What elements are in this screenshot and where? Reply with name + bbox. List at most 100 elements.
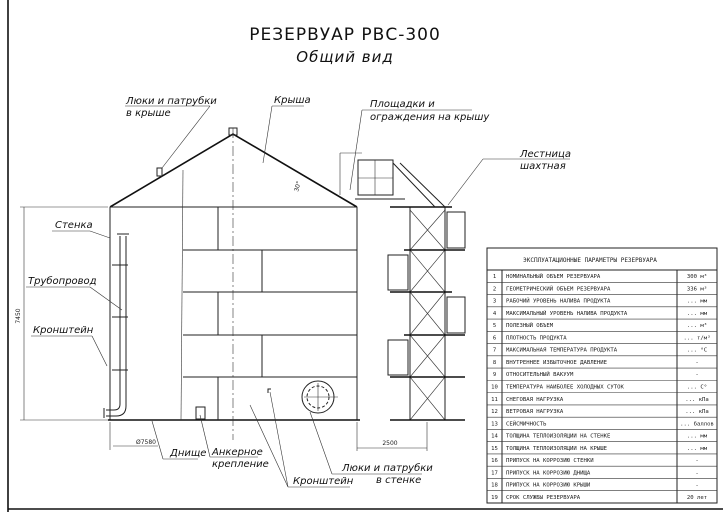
row-parameter: СРОК СЛУЖБЫ РЕЗЕРВУАРА — [506, 495, 581, 501]
drawing-title: РЕЗЕРВУАР РВС-300 — [249, 25, 441, 45]
row-parameter: СНЕГОВАЯ НАГРУЗКА — [506, 397, 564, 403]
row-parameter: ОТНОСИТЕЛЬНЫЙ ВАКУУМ — [506, 371, 574, 378]
svg-text:Стенка: Стенка — [55, 220, 93, 231]
drawing-subtitle: Общий вид — [296, 48, 393, 66]
ladder-shaft — [339, 152, 466, 421]
dimension-diameter: Ø7580 — [109, 422, 158, 450]
roof-nozzle — [156, 167, 163, 177]
row-parameter: ПРИПУСК НА КОРРОЗИЮ СТЕНКИ — [506, 458, 594, 464]
row-value: ... мм — [687, 446, 708, 452]
table-row: 4 МАКСИМАЛЬНЫЙ УРОВЕНЬ НАЛИВА ПРОДУКТА...… — [487, 306, 717, 317]
row-parameter: ПОЛЕЗНЫЙ ОБЪЕМ — [506, 322, 554, 329]
callout-anchor: Анкерное крепление — [199, 414, 269, 470]
row-number: 9 — [493, 372, 496, 378]
row-parameter: МАКСИМАЛЬНАЯ ТЕМПЕРАТУРА ПРОДУКТА — [506, 348, 618, 354]
row-parameter: СЕЙСМИЧНОСТЬ — [506, 420, 547, 427]
row-parameter: ПРИПУСК НА КОРРОЗИЮ КРЫШИ — [506, 483, 590, 489]
svg-text:7450: 7450 — [15, 308, 22, 323]
table-row: 18 ПРИПУСК НА КОРРОЗИЮ КРЫШИ - — [487, 478, 717, 489]
row-parameter: МАКСИМАЛЬНЫЙ УРОВЕНЬ НАЛИВА ПРОДУКТА — [506, 310, 628, 317]
row-number: 4 — [493, 311, 497, 317]
row-parameter: ПРИПУСК НА КОРРОЗИЮ ДНИЩА — [506, 470, 591, 476]
svg-text:Днище: Днище — [169, 448, 206, 459]
svg-text:Трубопровод: Трубопровод — [28, 275, 97, 287]
row-parameter: ВЕТРОВАЯ НАГРУЗКА — [506, 409, 564, 415]
row-number: 10 — [491, 385, 498, 391]
svg-text:Люки и патрубки: Люки и патрубки — [125, 95, 217, 107]
svg-text:крепление: крепление — [212, 459, 269, 470]
row-number: 6 — [493, 335, 496, 341]
svg-text:Кронштейн: Кронштейн — [33, 325, 94, 336]
row-number: 16 — [491, 458, 498, 464]
callout-wall-hatches: Люки и патрубки в стенке — [309, 411, 433, 486]
row-value: ... мм — [687, 299, 708, 305]
table-row: 13 СЕЙСМИЧНОСТЬ ... баллов — [487, 416, 717, 427]
row-number: 12 — [491, 409, 498, 415]
svg-text:Кронштейн: Кронштейн — [293, 476, 354, 487]
svg-text:ограждения на крышу: ограждения на крышу — [370, 112, 490, 123]
table-row: 1 НОМИНАЛЬНЫЙ ОБЪЕМ РЕЗЕРВУАРА 300 м³ — [493, 273, 707, 280]
callout-roof-hatches: Люки и патрубки в крыше — [125, 95, 217, 169]
row-value: - — [695, 458, 698, 464]
row-value: 336 м³ — [687, 285, 707, 292]
row-value: ... кПа — [685, 397, 709, 403]
row-number: 7 — [493, 348, 496, 354]
shell-courses — [183, 207, 357, 420]
dimension-ladder-offset: 2500 — [356, 422, 428, 451]
table-row: 12 ВЕТРОВАЯ НАГРУЗКА ... кПа — [487, 404, 717, 415]
row-value: ... кПа — [685, 409, 709, 415]
row-number: 17 — [491, 470, 498, 476]
row-parameter: РАБОЧИЙ УРОВЕНЬ НАЛИВА ПРОДУКТА — [506, 298, 611, 305]
roof-platform — [357, 159, 394, 196]
callout-wall: Стенка — [52, 220, 111, 239]
row-number: 8 — [493, 360, 497, 366]
dimension-height: 7450 — [15, 206, 108, 421]
callout-bracket-left: Кронштейн — [31, 325, 108, 367]
row-value: ... т/м³ — [684, 334, 711, 341]
table-row: 19 СРОК СЛУЖБЫ РЕЗЕРВУАРА 20 лет — [487, 490, 717, 501]
callout-bottom: Днище — [151, 420, 206, 460]
row-number: 19 — [491, 495, 498, 501]
table-row: 7 МАКСИМАЛЬНАЯ ТЕМПЕРАТУРА ПРОДУКТА ... °С — [487, 343, 717, 354]
row-value: ... мм — [687, 434, 708, 440]
roof-angle: 30° — [293, 180, 303, 192]
callout-roof: Крыша — [262, 95, 311, 164]
table-row: 17 ПРИПУСК НА КОРРОЗИЮ ДНИЩА - — [487, 465, 717, 476]
row-number: 1 — [493, 274, 496, 280]
row-value: - — [695, 372, 698, 378]
svg-text:Лестница: Лестница — [519, 149, 571, 160]
pipeline — [103, 233, 129, 418]
row-parameter: ТОЛЩИНА ТЕПЛОИЗОЛЯЦИИ НА СТЕНКЕ — [506, 434, 611, 440]
anchor-fixture — [195, 406, 206, 420]
row-value: ... °С — [687, 348, 707, 354]
row-value: - — [695, 483, 698, 489]
svg-text:Люки и патрубки: Люки и патрубки — [341, 462, 433, 474]
table-row: 9 ОТНОСИТЕЛЬНЫЙ ВАКУУМ - — [487, 367, 717, 378]
row-number: 5 — [493, 323, 496, 329]
table-row: 16 ПРИПУСК НА КОРРОЗИЮ СТЕНКИ - — [487, 453, 717, 464]
row-value: ... м³ — [687, 322, 707, 329]
row-number: 14 — [491, 434, 498, 440]
callout-bracket-bottom: Кронштейн — [249, 391, 354, 488]
row-value: 20 лет — [687, 495, 707, 501]
callout-ladder: Лестница шахтная — [447, 149, 571, 206]
callout-platforms: Площадки и ограждения на крышу — [349, 99, 490, 191]
svg-text:шахтная: шахтная — [520, 161, 566, 172]
row-parameter: НОМИНАЛЬНЫЙ ОБЪЕМ РЕЗЕРВУАРА — [506, 273, 601, 280]
row-parameter: ВНУТРЕННЕЕ ИЗБЫТОЧНОЕ ДАВЛЕНИЕ — [506, 360, 608, 366]
table-row: 14 ТОЛЩИНА ТЕПЛОИЗОЛЯЦИИ НА СТЕНКЕ ... мм — [487, 429, 717, 440]
row-value: 300 м³ — [687, 273, 707, 280]
row-value: ... мм — [687, 311, 708, 317]
row-value: ... баллов — [680, 420, 714, 427]
row-value: - — [695, 470, 698, 476]
row-number: 3 — [493, 299, 496, 305]
row-parameter: ТОЛЩИНА ТЕПЛОИЗОЛЯЦИИ НА КРЫШЕ — [506, 446, 608, 452]
row-number: 18 — [491, 483, 498, 489]
row-number: 13 — [491, 421, 498, 427]
row-parameter: ТЕМПЕРАТУРА НАИБОЛЕЕ ХОЛОДНЫХ СУТОК — [506, 385, 625, 391]
